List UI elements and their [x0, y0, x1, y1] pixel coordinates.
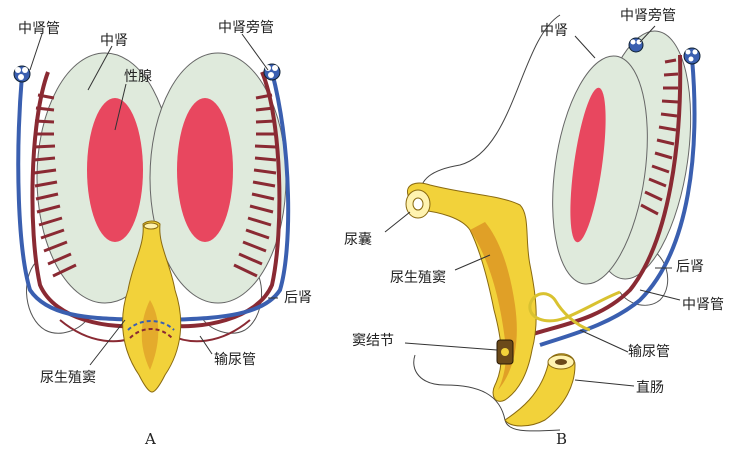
label-b-mesonephros: 中肾 — [540, 23, 568, 39]
label-b-urogenital-sinus: 尿生殖窦 — [390, 270, 446, 286]
fimbria-b2 — [684, 48, 700, 64]
panel-letter-b: B — [556, 430, 567, 448]
label-b-metanephros: 后肾 — [676, 259, 704, 275]
panel-b-diagram — [385, 15, 705, 431]
label-a-gonad: 性腺 — [124, 69, 152, 85]
gonad-right — [177, 98, 233, 242]
urogenital-sinus-opening — [144, 223, 158, 229]
fimbria-b1 — [629, 38, 643, 52]
panel-a-diagram — [14, 34, 288, 392]
label-a-mesonephros: 中肾 — [100, 33, 128, 49]
allantois-lumen — [413, 198, 423, 210]
label-a-mesonephric-duct: 中肾管 — [18, 21, 60, 37]
sinus-tubercle-dot — [501, 348, 509, 356]
label-b-sinus-tubercle: 窦结节 — [352, 333, 394, 349]
fimbria-left — [14, 66, 30, 82]
label-b-mesonephric-duct: 中肾管 — [682, 297, 724, 313]
label-a-paramesonephric-duct: 中肾旁管 — [218, 20, 274, 36]
label-a-ureter: 输尿管 — [214, 352, 256, 368]
body-outline — [420, 15, 560, 195]
panel-letter-a: A — [145, 430, 156, 448]
urogenital-sinus-b — [407, 183, 536, 401]
gonad-left — [87, 98, 143, 242]
label-a-metanephros: 后肾 — [284, 290, 312, 306]
label-b-rectum: 直肠 — [636, 380, 664, 396]
label-b-allantois: 尿囊 — [344, 232, 372, 248]
label-a-urogenital-sinus: 尿生殖窦 — [40, 370, 96, 386]
fimbria-right — [264, 64, 280, 80]
label-b-paramesonephric-duct: 中肾旁管 — [620, 8, 676, 24]
ureter-b — [530, 292, 620, 330]
label-b-ureter: 输尿管 — [628, 344, 670, 360]
rectum-lumen — [555, 359, 567, 365]
